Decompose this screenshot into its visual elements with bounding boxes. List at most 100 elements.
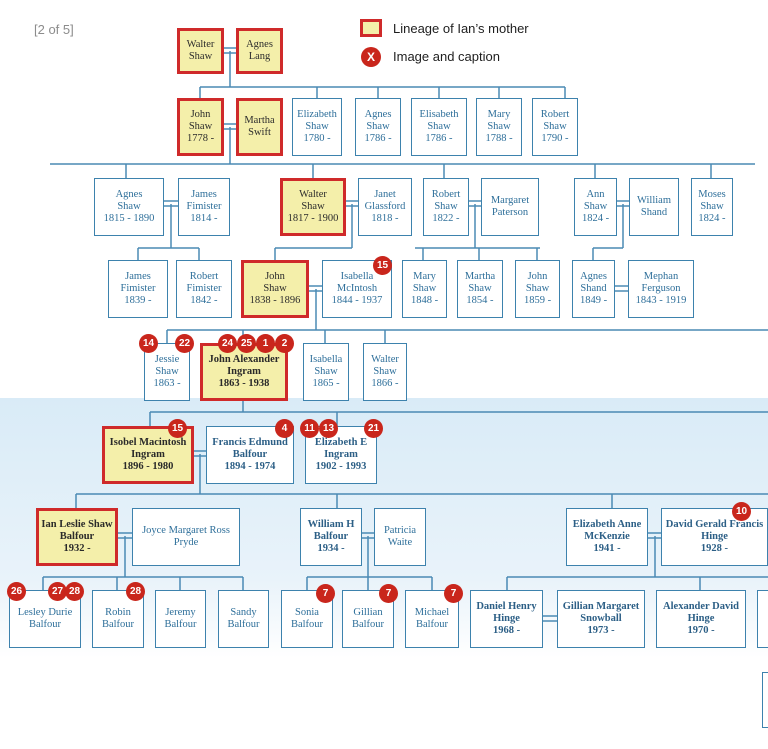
person-name: Daniel Henry Hinge 1968 - <box>476 601 537 636</box>
person-name: Michael Balfour <box>414 607 450 630</box>
person-box-patricia-waite[interactable]: Patricia Waite <box>374 508 426 566</box>
person-box-ann-shaw-1824[interactable]: Ann Shaw 1824 - <box>574 178 617 236</box>
person-name: Elizabeth E Ingram 1902 - 1993 <box>314 437 368 472</box>
caption-badge-28[interactable]: 28 <box>65 582 84 601</box>
caption-badge-26[interactable]: 26 <box>7 582 26 601</box>
person-name: Ian Leslie Shaw Balfour 1932 - <box>41 519 113 554</box>
person-box-elizabeth-shaw-1786[interactable]: Elisabeth Shaw 1786 - <box>411 98 467 156</box>
person-name: Agnes Shand 1849 - <box>579 271 608 306</box>
person-name: Mephan Ferguson 1843 - 1919 <box>635 271 687 306</box>
person-name: William Shand <box>637 195 671 218</box>
person-name: Robert Fimister 1842 - <box>186 271 222 306</box>
person-box-sandy-balfour[interactable]: Sandy Balfour <box>218 590 269 648</box>
person-box-john-shaw-1859[interactable]: John Shaw 1859 - <box>515 260 560 318</box>
person-box-ian-leslie-shaw-balfour[interactable]: Ian Leslie Shaw Balfour 1932 - <box>36 508 118 566</box>
caption-badge-15[interactable]: 15 <box>373 256 392 275</box>
person-box-martha-swift[interactable]: Martha Swift <box>236 98 283 156</box>
legend-lineage-label: Lineage of Ian’s mother <box>393 21 529 36</box>
person-name: Lesley Durie Balfour <box>17 607 73 630</box>
person-name: Robert Shaw 1822 - <box>431 189 461 224</box>
caption-badge-13[interactable]: 13 <box>319 419 338 438</box>
person-name: John Shaw 1859 - <box>523 271 552 306</box>
person-name: Isabella Shaw 1865 - <box>309 354 343 389</box>
caption-badge-14[interactable]: 14 <box>139 334 158 353</box>
person-box-gillian-margaret-snowball[interactable]: Gillian Margaret Snowball 1973 - <box>557 590 645 648</box>
caption-badge-10[interactable]: 10 <box>732 502 751 521</box>
caption-badge-4[interactable]: 4 <box>275 419 294 438</box>
person-box-offscreen <box>757 590 768 648</box>
person-box-john-shaw-1838[interactable]: John Shaw 1838 - 1896 <box>241 260 309 318</box>
person-name: Mary Shaw 1848 - <box>410 271 439 306</box>
caption-badge-1[interactable]: 1 <box>256 334 275 353</box>
person-box-walter-shaw-sr[interactable]: Walter Shaw <box>177 28 224 74</box>
person-box-james-fimister-1814[interactable]: James Fimister 1814 - <box>178 178 230 236</box>
person-box-walter-shaw-1817[interactable]: Walter Shaw 1817 - 1900 <box>280 178 346 236</box>
person-box-william-h-balfour[interactable]: William H Balfour 1934 - <box>300 508 362 566</box>
legend-lineage-swatch <box>360 19 382 37</box>
person-name: Jeremy Balfour <box>164 607 197 630</box>
person-name: Ann Shaw 1824 - <box>581 189 610 224</box>
person-box-alexander-david-hinge[interactable]: Alexander David Hinge 1970 - <box>656 590 746 648</box>
person-box-martha-shaw-1854[interactable]: Martha Shaw 1854 - <box>457 260 503 318</box>
person-box-john-alexander-ingram[interactable]: John Alexander Ingram 1863 - 1938 <box>200 343 288 401</box>
person-box-robert-shaw-1822[interactable]: Robert Shaw 1822 - <box>423 178 469 236</box>
person-name: Gillian Margaret Snowball 1973 - <box>562 601 640 636</box>
caption-badge-2[interactable]: 2 <box>275 334 294 353</box>
person-box-elizabeth-shaw-1780[interactable]: Elizabeth Shaw 1780 - <box>292 98 342 156</box>
person-box-moses-shaw-1824[interactable]: Moses Shaw 1824 - <box>691 178 733 236</box>
person-box-mary-shaw-1788[interactable]: Mary Shaw 1788 - <box>476 98 522 156</box>
person-box-agnes-lang[interactable]: Agnes Lang <box>236 28 283 74</box>
person-box-robert-shaw-1790[interactable]: Robert Shaw 1790 - <box>532 98 578 156</box>
person-box-robin-balfour[interactable]: Robin Balfour <box>92 590 144 648</box>
caption-badge-11[interactable]: 11 <box>300 419 319 438</box>
person-name: William H Balfour 1934 - <box>307 519 355 554</box>
caption-badge-21[interactable]: 21 <box>364 419 383 438</box>
caption-badge-7c[interactable]: 7 <box>444 584 463 603</box>
person-box-robert-fimister-1842[interactable]: Robert Fimister 1842 - <box>176 260 232 318</box>
person-name: Sandy Balfour <box>227 607 260 630</box>
person-box-david-gerald-francis-hinge[interactable]: David Gerald Francis Hinge 1928 - <box>661 508 768 566</box>
person-box-john-shaw-1778[interactable]: John Shaw 1778 - <box>177 98 224 156</box>
caption-badge-7b[interactable]: 7 <box>379 584 398 603</box>
person-box-elizabeth-e-ingram[interactable]: Elizabeth E Ingram 1902 - 1993 <box>305 426 377 484</box>
caption-badge-28b[interactable]: 28 <box>126 582 145 601</box>
person-box-agnes-shaw-1786[interactable]: Agnes Shaw 1786 - <box>355 98 401 156</box>
person-box-daniel-henry-hinge[interactable]: Daniel Henry Hinge 1968 - <box>470 590 543 648</box>
person-box-mary-shaw-1848[interactable]: Mary Shaw 1848 - <box>402 260 447 318</box>
caption-badge-22[interactable]: 22 <box>175 334 194 353</box>
person-name: Joyce Margaret Ross Pryde <box>142 525 230 548</box>
person-box-francis-edmund-balfour[interactable]: Francis Edmund Balfour 1894 - 1974 <box>206 426 294 484</box>
person-box-william-shand[interactable]: William Shand <box>629 178 679 236</box>
person-box-james-fimister-1839[interactable]: James Fimister 1839 - <box>108 260 168 318</box>
person-box-agnes-shaw-1815[interactable]: Agnes Shaw 1815 - 1890 <box>94 178 164 236</box>
person-box-walter-shaw-1866[interactable]: Walter Shaw 1866 - <box>363 343 407 401</box>
caption-badge-25[interactable]: 25 <box>237 334 256 353</box>
caption-badge-15b[interactable]: 15 <box>168 419 187 438</box>
person-name: John Shaw 1778 - <box>186 109 215 144</box>
person-name: Elizabeth Shaw 1780 - <box>297 109 337 144</box>
person-box-margaret-paterson[interactable]: Margaret Paterson <box>481 178 539 236</box>
caption-badge-27[interactable]: 27 <box>48 582 67 601</box>
person-box-elizabeth-anne-mckenzie[interactable]: Elizabeth Anne McKenzie 1941 - <box>566 508 648 566</box>
person-name: Moses Shaw 1824 - <box>698 189 726 224</box>
person-box-mephan-ferguson[interactable]: Mephan Ferguson 1843 - 1919 <box>628 260 694 318</box>
person-box-isobel-macintosh-ingram[interactable]: Isobel Macintosh Ingram 1896 - 1980 <box>102 426 194 484</box>
person-name: Robin Balfour <box>101 607 135 630</box>
legend-image-marker-icon: X <box>361 47 381 67</box>
person-box-janet-glassford[interactable]: Janet Glassford 1818 - <box>358 178 412 236</box>
person-name: Alexander David Hinge 1970 - <box>663 601 739 636</box>
person-name: James Fimister 1814 - <box>186 189 222 224</box>
person-box-jeremy-balfour[interactable]: Jeremy Balfour <box>155 590 206 648</box>
caption-badge-7[interactable]: 7 <box>316 584 335 603</box>
person-box-jessie-shaw-1863[interactable]: Jessie Shaw 1863 - <box>144 343 190 401</box>
person-name: Walter Shaw 1866 - <box>371 354 399 389</box>
person-box-joyce-margaret-ross-pryde[interactable]: Joyce Margaret Ross Pryde <box>132 508 240 566</box>
person-name: Robert Shaw 1790 - <box>540 109 570 144</box>
caption-badge-24[interactable]: 24 <box>218 334 237 353</box>
person-name: Agnes Lang <box>246 39 273 62</box>
person-box-offscreen-lower <box>762 672 768 728</box>
person-name: Patricia Waite <box>383 525 417 548</box>
person-name: Martha Swift <box>244 115 275 138</box>
person-box-agnes-shand-1849[interactable]: Agnes Shand 1849 - <box>572 260 615 318</box>
person-box-isabella-shaw-1865[interactable]: Isabella Shaw 1865 - <box>303 343 349 401</box>
